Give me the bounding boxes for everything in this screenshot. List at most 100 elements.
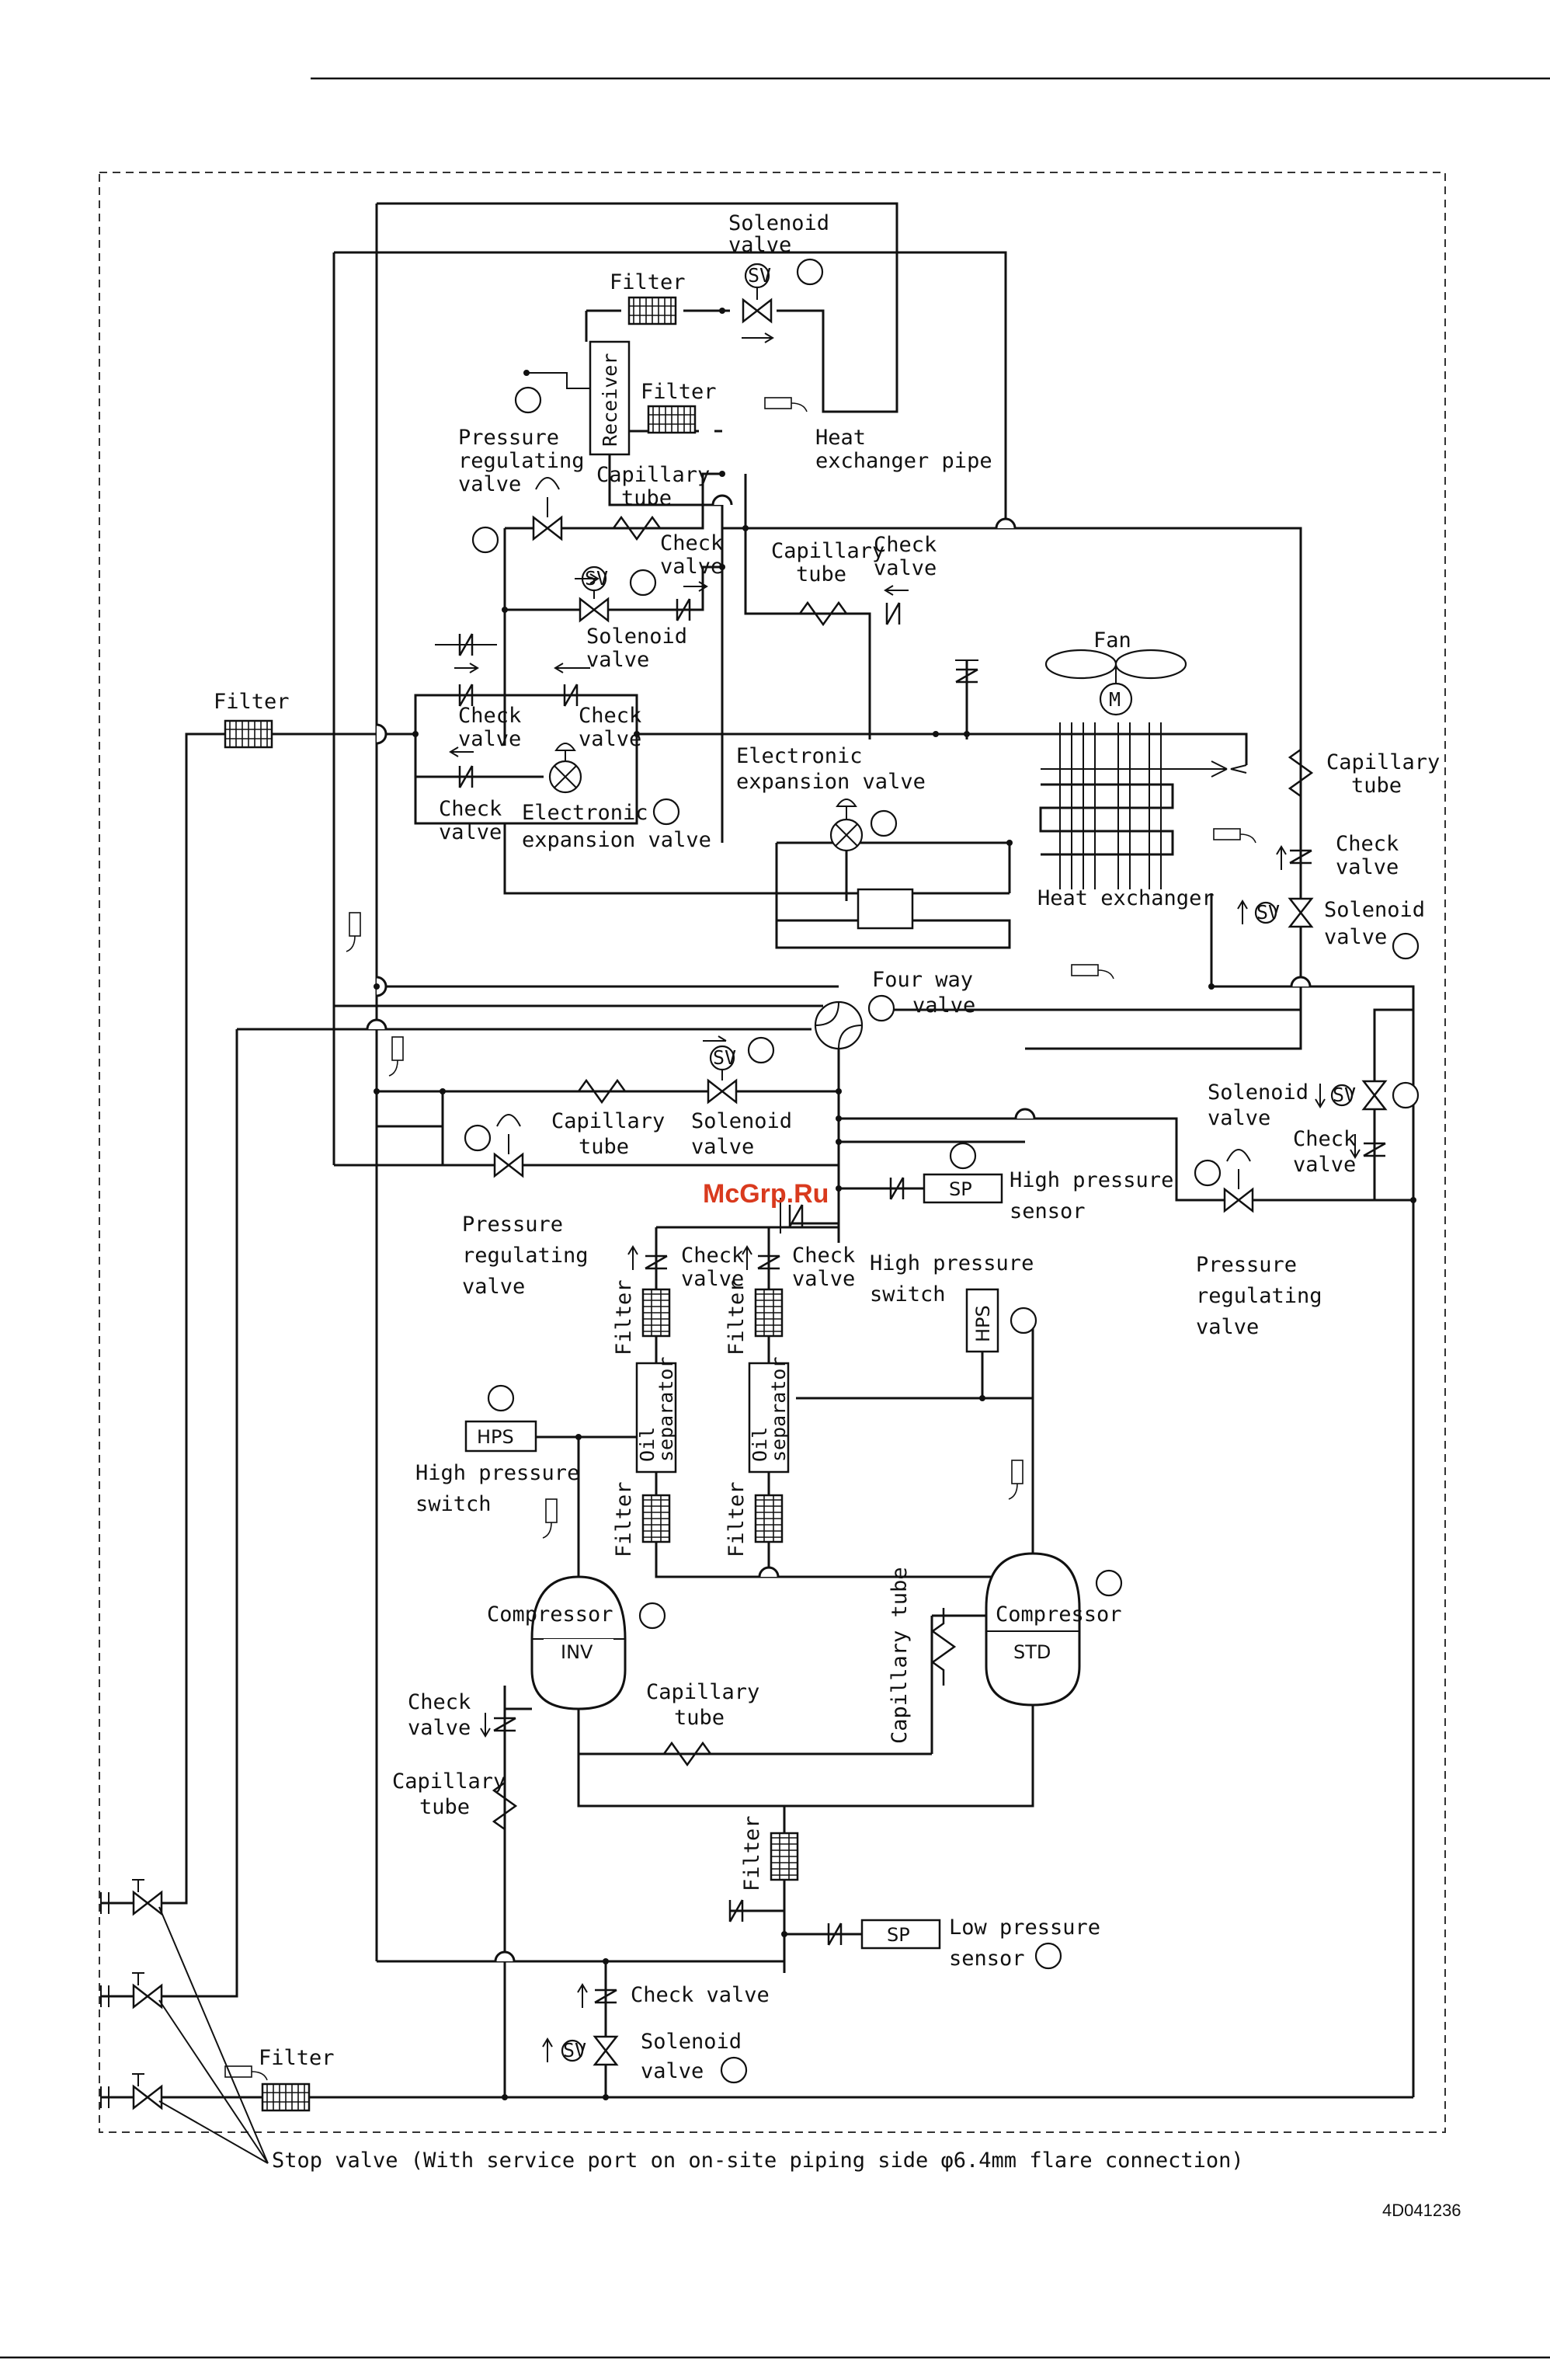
capillary-right-label-1: Capillary xyxy=(1326,750,1440,774)
four-way-label-2: valve xyxy=(912,993,975,1018)
capillary-v-icon xyxy=(931,1606,956,1687)
filter-v4-icon xyxy=(754,1494,784,1543)
compressor-std-label: Compressor xyxy=(996,1602,1122,1627)
capillary-between-label-1: Capillary xyxy=(646,1680,759,1704)
capillary-left-label-2: tube xyxy=(419,1795,470,1819)
check-valve-d-label-2: valve xyxy=(579,727,641,751)
sv-rlow-label: SV xyxy=(1333,1084,1356,1106)
temp-sensor-left-icon xyxy=(346,912,361,952)
filter-v4-label: Filter xyxy=(725,1481,749,1557)
check-valve-d-label-1: Check xyxy=(579,704,641,728)
heat-exchanger-icon xyxy=(1041,722,1247,889)
solenoid-top-label-1: Solenoid xyxy=(728,211,829,235)
eev-left-label-1: Electronic xyxy=(522,801,648,825)
temp-sensor-std-icon xyxy=(1008,1460,1023,1500)
solenoid-right-label-1: Solenoid xyxy=(1324,898,1425,922)
svg-text:Receiver: Receiver xyxy=(599,353,621,447)
check-valve-b-icon xyxy=(885,601,901,626)
capillary-right-label-2: tube xyxy=(1351,774,1402,798)
filter-v3-label: Filter xyxy=(612,1481,636,1557)
eev-left-icon xyxy=(548,743,680,826)
pressure-regulating-valve-right xyxy=(1194,1149,1254,1213)
watermark: McGrp.Ru xyxy=(703,1179,829,1209)
capillary-left-label-1: Capillary xyxy=(392,1769,506,1794)
check-valve-g-label-1: Check xyxy=(1293,1127,1356,1151)
four-way-valve-icon xyxy=(814,994,895,1050)
fan-icon: M xyxy=(1044,649,1187,716)
hps-left-box xyxy=(464,1420,537,1453)
filter-v2-label: Filter xyxy=(725,1279,749,1355)
lp-sensor-label-1: Low pressure xyxy=(949,1915,1100,1940)
check-valve-a-label-2: valve xyxy=(660,555,723,579)
four-way-label-1: Four way xyxy=(872,968,973,992)
temp-sensor-inv-icon xyxy=(542,1498,558,1539)
prv-right-label-3: valve xyxy=(1196,1315,1259,1339)
callout-circle xyxy=(1392,932,1420,960)
filter-v3-icon xyxy=(641,1494,671,1543)
document-id: 4D041236 xyxy=(1382,2201,1461,2220)
check-valve-f-label-2: valve xyxy=(1336,855,1399,879)
capillary-top-label-1: Capillary xyxy=(596,463,710,487)
svg-text:SV: SV xyxy=(713,1046,736,1069)
hps-left-label-1: High pressure xyxy=(415,1461,579,1485)
capillary-lower-label-1: Capillary xyxy=(551,1109,665,1133)
svg-text:Oil: Oil xyxy=(636,1427,659,1462)
filter-top-icon xyxy=(627,296,677,325)
heat-exchanger-label: Heat exchanger xyxy=(1037,886,1215,910)
svg-text:Oil: Oil xyxy=(749,1427,771,1462)
temp-sensor-icon xyxy=(764,397,808,412)
hp-sensor-label-1: High pressure xyxy=(1010,1168,1173,1192)
pressure-regulating-valve-top xyxy=(471,477,563,554)
oil-separator-2: Oil separator xyxy=(748,1357,790,1474)
filter-v1-icon xyxy=(641,1288,671,1338)
capillary-between-label-2: tube xyxy=(674,1706,725,1730)
callout-circle xyxy=(949,1142,977,1170)
svg-text:SV: SV xyxy=(748,264,771,287)
prv-left-label-1: Pressure xyxy=(462,1213,563,1237)
check-valve-i-label-2: valve xyxy=(792,1267,855,1291)
capillary-mid-label-1: Capillary xyxy=(771,539,884,563)
callout-circle xyxy=(1010,1307,1037,1334)
svg-text:STD: STD xyxy=(1013,1641,1051,1663)
filter-v1-label: Filter xyxy=(612,1279,636,1355)
check-valve-e-label-2: valve xyxy=(439,820,502,844)
prv-left-label-2: regulating xyxy=(462,1244,589,1268)
solenoid-rlow-label-2: valve xyxy=(1208,1106,1270,1130)
solenoid-top-label-2: valve xyxy=(728,233,791,257)
check-valve-f-label-1: Check xyxy=(1336,832,1399,856)
prv-left-label-3: valve xyxy=(462,1275,525,1299)
check-valve-g-label-2: valve xyxy=(1293,1153,1356,1177)
check-valve-c-label-2: valve xyxy=(458,727,521,751)
eev-left-label-2: expansion valve xyxy=(522,828,711,852)
check-valve-b-label-2: valve xyxy=(874,556,937,580)
check-valve-left-label-1: Check xyxy=(408,1690,471,1714)
oil-separator-1: Oil separator xyxy=(635,1357,677,1474)
subcool-hx-icon xyxy=(857,888,914,930)
hp-sensor-label-2: sensor xyxy=(1010,1199,1086,1223)
check-valve-h-label-1: Check xyxy=(681,1244,744,1268)
eev-right-icon xyxy=(829,799,898,852)
lp-sensor-label-2: sensor xyxy=(949,1947,1025,1971)
filter-top-label: Filter xyxy=(610,270,686,294)
hps-right-label-2: switch xyxy=(870,1282,946,1307)
temp-sensor-center-icon xyxy=(1071,964,1114,979)
eev-right-label-1: Electronic xyxy=(736,744,863,768)
filter-bottom-icon xyxy=(261,2082,311,2112)
piping xyxy=(101,202,1415,2099)
hps-right-label-1: High pressure xyxy=(870,1251,1034,1275)
prv-top-label-1: Pressure xyxy=(458,426,559,450)
hps-left-text: HPS xyxy=(477,1426,514,1448)
callout-circle xyxy=(1392,1081,1420,1109)
capillary-lower-label-2: tube xyxy=(579,1135,629,1159)
check-valve-a-label-1: Check xyxy=(660,531,723,555)
capillary-mid-label-2: tube xyxy=(796,562,846,586)
check-valve-b-label-1: Check xyxy=(874,533,937,557)
filter-receiver-icon xyxy=(647,405,697,434)
sv-bottom-label: SV xyxy=(563,2039,586,2062)
filter-v2-icon xyxy=(754,1288,784,1338)
solenoid-right-label-2: valve xyxy=(1324,925,1387,949)
pressure-regulating-valve-left xyxy=(464,1114,524,1178)
compressor-inv: INV xyxy=(530,1575,666,1710)
callout-circle xyxy=(720,2056,748,2084)
